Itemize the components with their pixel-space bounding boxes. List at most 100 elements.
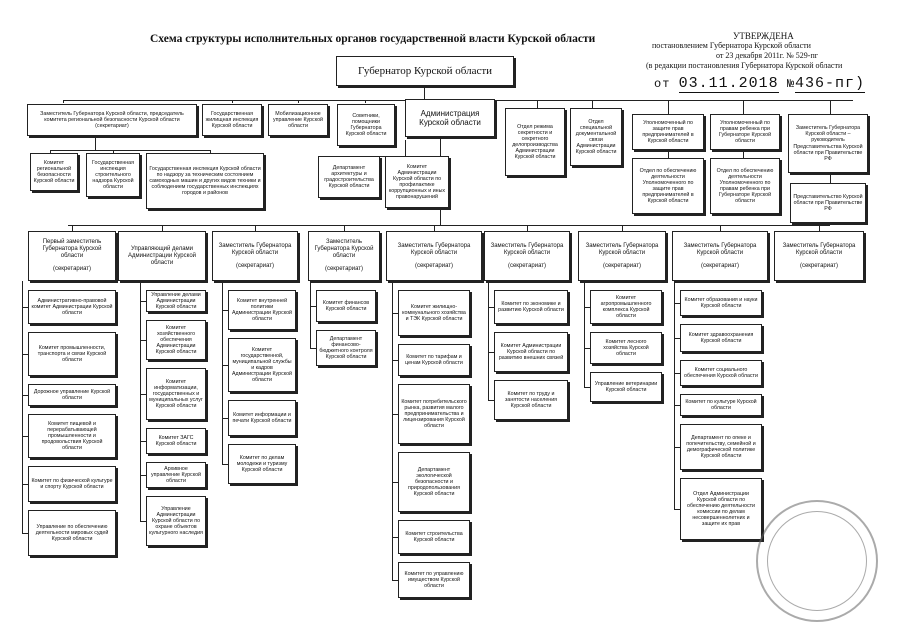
connector-line: [488, 307, 494, 309]
connector-line: [743, 150, 745, 158]
connector-line: [222, 365, 228, 367]
connector-line: [674, 405, 680, 407]
advisers-box: Советники, помощники Губернатора Курской…: [337, 104, 395, 146]
department-box: Комитет социального обеспечения Курской …: [680, 360, 762, 386]
department-box: Отдел Администрации Курской области по о…: [680, 478, 762, 540]
connector-line: [22, 281, 24, 533]
connector-line: [222, 464, 228, 466]
connector-line: [344, 225, 346, 231]
connector-line: [22, 395, 28, 397]
deputy-secretariat: (секретариат): [235, 262, 275, 269]
department-box: Управление по обеспечению деятельности м…: [28, 510, 116, 556]
department-box: Комитет финансов Курской области: [316, 290, 376, 322]
tech-inspection-box: Государственная инспекция Курской област…: [146, 153, 264, 209]
deputy-secretariat: (секретариат): [507, 262, 547, 269]
connector-line: [72, 225, 74, 231]
department-box: Комитет информатизации, государственных …: [146, 368, 206, 420]
deputy-head-box: Первый заместитель Губернатора Курской о…: [28, 231, 116, 281]
deputy-secretariat: (секретариат): [52, 266, 92, 272]
deputy-head-box: Заместитель Губернатора Курской области(…: [578, 231, 666, 281]
department-box: Комитет внутренней политики Администраци…: [228, 290, 296, 330]
deputy-head-box: Заместитель Губернатора Курской области (…: [484, 231, 570, 281]
connector-line: [22, 307, 28, 309]
connector-line: [537, 100, 539, 108]
department-box: Комитет промышленности, транспорта и свя…: [28, 332, 116, 376]
connector-line: [365, 100, 367, 103]
connector-line: [22, 533, 28, 535]
connector-line: [310, 348, 316, 350]
connector-line: [22, 354, 28, 356]
revision-date-prefix: от: [654, 77, 671, 91]
deputy-head-box: Управляющий делами Администрации Курской…: [118, 231, 206, 281]
department-box: Административно-правовой комитет Админис…: [28, 290, 116, 324]
connector-line: [584, 387, 590, 389]
connector-line: [584, 307, 590, 309]
diagram-title: Схема структуры исполнительных органов г…: [150, 33, 596, 45]
deputy-head-box: Заместитель Губернатора Курской области(…: [672, 231, 768, 281]
connector-line: [140, 475, 146, 477]
connector-line: [310, 281, 312, 348]
department-box: Комитет хозяйственного обеспечения Админ…: [146, 320, 206, 360]
deputy-secretariat: (секретариат): [799, 262, 839, 269]
department-box: Департамент экологической безопасности и…: [398, 452, 470, 512]
connector-line: [668, 150, 670, 158]
connector-line: [668, 100, 670, 114]
connector-line: [488, 281, 490, 400]
connector-line: [222, 418, 228, 420]
department-box: Дорожное управление Курской области: [28, 384, 116, 406]
deputy-title: Заместитель Губернатора Курской области: [218, 242, 292, 256]
deputy-title: Заместитель Губернатора Курской области: [782, 242, 856, 256]
connector-line: [232, 100, 234, 103]
deputy-secretariat: (секретариат): [414, 262, 454, 269]
connector-line: [674, 509, 680, 511]
connector-line: [140, 281, 142, 521]
connector-line: [674, 373, 680, 375]
connector-line: [674, 338, 680, 340]
deputy-head-box: Заместитель Губернатора Курской области (…: [212, 231, 298, 281]
connector-line: [424, 86, 426, 100]
deputy-secretariat: (секретариат): [602, 262, 642, 269]
deputy-head-box: Заместитель Губернатора Курской области(…: [308, 231, 380, 281]
connector-line: [392, 313, 398, 315]
department-box: Департамент по опеке и попечительству, с…: [680, 424, 762, 470]
deputy-head-box: Заместитель Губернатора Курской области (…: [386, 231, 482, 281]
department-box: Управление ветеринарии Курской области: [590, 372, 662, 402]
connector-line: [162, 225, 164, 231]
connector-line: [592, 100, 594, 108]
anticorruption-box: Комитет Администрации Курской области по…: [385, 156, 449, 208]
connector-line: [488, 352, 494, 354]
deputy-title: Управляющий делами Администрации Курской…: [127, 245, 197, 266]
department-box: Управление делами Администрации Курской …: [146, 290, 206, 312]
connector-line: [392, 360, 398, 362]
connector-line: [819, 225, 821, 231]
department-box: Комитет по тарифам и ценам Курской облас…: [398, 344, 470, 376]
deputy-rf-box: Заместитель Губернатора Курской области …: [788, 114, 868, 173]
child-ombudsman-dept-box: Отдел по обеспечению деятельности Уполно…: [710, 158, 780, 214]
department-box: Комитет ЗАГС Курской области: [146, 428, 206, 454]
deputy-title: Заместитель Губернатора Курской области: [397, 242, 471, 256]
connector-line: [68, 225, 830, 227]
connector-line: [674, 303, 680, 305]
revision-number-value: 436-пг): [795, 75, 866, 93]
deputy-secretariat: (секретариат): [700, 262, 740, 269]
department-box: Комитет информации и печати Курской обла…: [228, 400, 296, 436]
department-box: Комитет по культуре Курской области: [680, 394, 762, 416]
connector-line: [674, 447, 680, 449]
department-box: Комитет Администрации Курской области по…: [494, 332, 568, 372]
connector-line: [392, 414, 398, 416]
connector-line: [405, 140, 407, 156]
connector-line: [743, 100, 745, 114]
approval-line-1: постановлением Губернатора Курской облас…: [652, 41, 811, 50]
connector-line: [720, 225, 722, 231]
connector-line: [140, 394, 146, 396]
connector-line: [63, 100, 65, 103]
department-box: Комитет жилищно-коммунального хозяйства …: [398, 290, 470, 336]
approval-line-2: от 23 декабря 2011г. № 529-пг: [716, 51, 819, 60]
revision-date-value: 03.11.2018: [678, 75, 779, 93]
department-box: Комитет пищевой и перерабатывающей промы…: [28, 414, 116, 458]
deputy-title: Заместитель Губернатора Курской области: [490, 242, 564, 256]
representation-box: Представительство Курской области при Пр…: [790, 183, 866, 223]
connector-line: [584, 281, 586, 387]
department-box: Комитет потребительского рынка, развития…: [398, 384, 470, 444]
department-box: Комитет по труду и занятости населения К…: [494, 380, 568, 420]
